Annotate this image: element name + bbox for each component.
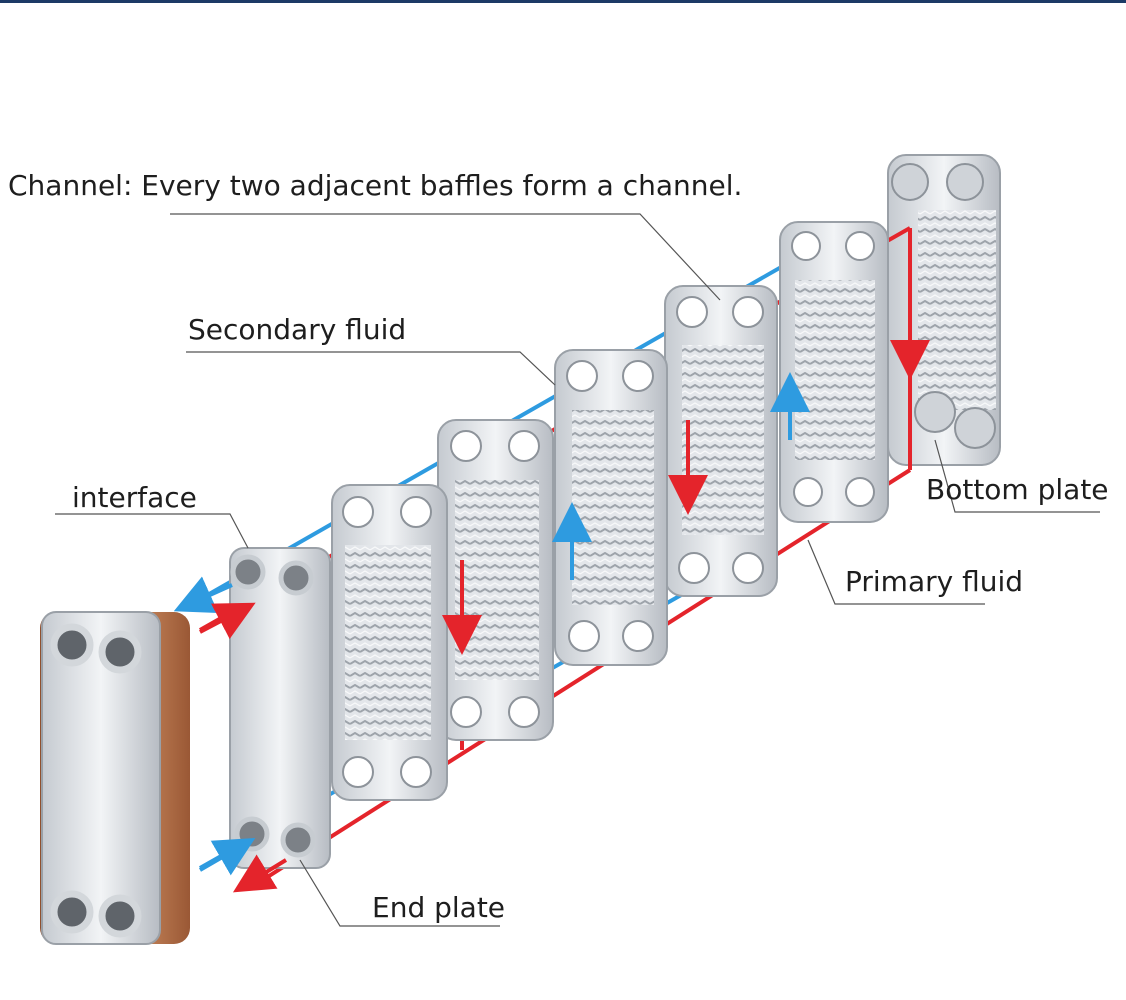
end-plate-ports [230, 554, 316, 858]
end-plate-label: End plate [372, 891, 506, 924]
secondary-outlet-arrow [173, 576, 233, 614]
channel-plate-1 [331, 484, 448, 801]
secondary-fluid-label: Secondary fluid [188, 313, 407, 346]
primary-outlet-arrow [232, 854, 288, 893]
secondary-inlet-arrow [198, 837, 256, 876]
bottom-plate [887, 154, 1001, 466]
channel-plate-3 [554, 349, 668, 666]
leader-lines [55, 213, 1100, 927]
channel-plate-2 [437, 419, 554, 741]
primary-fluid-label: Primary fluid [845, 565, 1024, 598]
bottom-plate-label: Bottom plate [926, 473, 1109, 506]
primary-inlet-arrow [199, 602, 256, 640]
assembled-heat-exchanger [40, 611, 190, 945]
interface-label: interface [72, 481, 197, 514]
end-plate [229, 547, 331, 869]
channel-label: Channel: Every two adjacent baffles form… [8, 169, 743, 202]
channel-plate-4 [664, 285, 778, 597]
channel-plate-5 [779, 221, 889, 523]
header-bar [0, 0, 1126, 3]
